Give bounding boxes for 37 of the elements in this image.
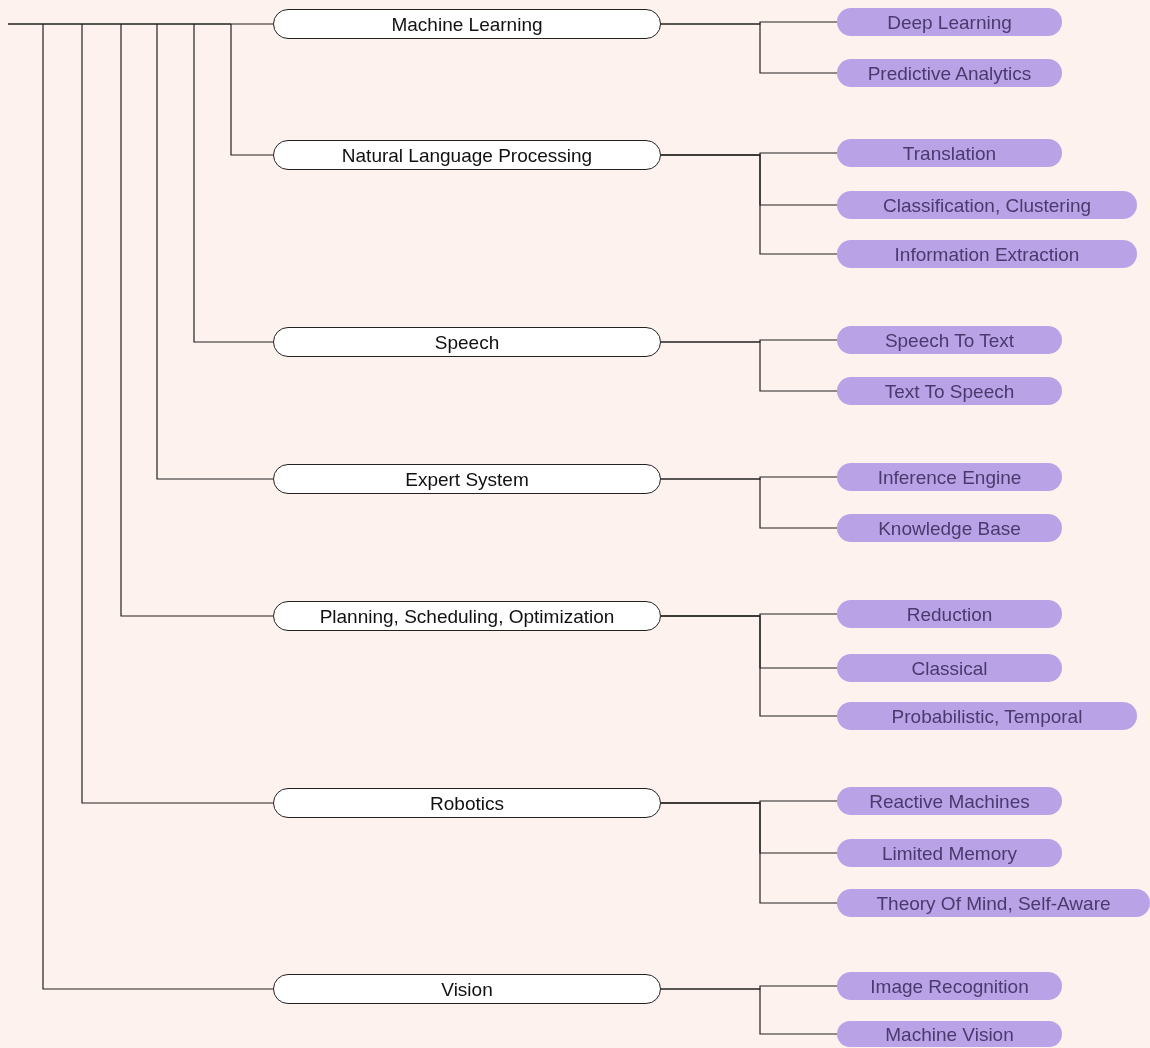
subtopic-pill: Inference Engine bbox=[837, 463, 1062, 491]
connector-line bbox=[660, 615, 838, 717]
subtopic-pill: Classification, Clustering bbox=[837, 191, 1137, 219]
connector-line bbox=[120, 23, 274, 617]
connector-line bbox=[660, 341, 838, 392]
connector-line bbox=[660, 988, 838, 1035]
subtopic-pill: Knowledge Base bbox=[837, 514, 1062, 542]
connector-line bbox=[230, 23, 274, 156]
subtopic-pill: Limited Memory bbox=[837, 839, 1062, 867]
category-pill: Robotics bbox=[273, 788, 661, 818]
subtopic-pill: Predictive Analytics bbox=[837, 59, 1062, 87]
subtopic-pill: Reactive Machines bbox=[837, 787, 1062, 815]
subtopic-pill: Information Extraction bbox=[837, 240, 1137, 268]
category-pill: Planning, Scheduling, Optimization bbox=[273, 601, 661, 631]
connector-line bbox=[81, 23, 274, 804]
connector-line bbox=[156, 23, 274, 480]
subtopic-pill: Text To Speech bbox=[837, 377, 1062, 405]
subtopic-pill: Machine Vision bbox=[837, 1021, 1062, 1047]
category-pill: Vision bbox=[273, 974, 661, 1004]
connector-line bbox=[660, 23, 838, 74]
subtopic-pill: Reduction bbox=[837, 600, 1062, 628]
subtopic-pill: Deep Learning bbox=[837, 8, 1062, 36]
subtopic-pill: Speech To Text bbox=[837, 326, 1062, 354]
subtopic-pill: Translation bbox=[837, 139, 1062, 167]
connector-line bbox=[193, 23, 274, 343]
category-pill: Expert System bbox=[273, 464, 661, 494]
category-pill: Machine Learning bbox=[273, 9, 661, 39]
subtopic-pill: Image Recognition bbox=[837, 972, 1062, 1000]
subtopic-pill: Theory Of Mind, Self-Aware bbox=[837, 889, 1150, 917]
subtopic-pill: Probabilistic, Temporal bbox=[837, 702, 1137, 730]
category-pill: Natural Language Processing bbox=[273, 140, 661, 170]
connector-line bbox=[660, 802, 838, 904]
connector-line bbox=[660, 478, 838, 529]
connector-line bbox=[660, 154, 838, 255]
connector-line bbox=[42, 23, 274, 990]
subtopic-pill: Classical bbox=[837, 654, 1062, 682]
category-pill: Speech bbox=[273, 327, 661, 357]
